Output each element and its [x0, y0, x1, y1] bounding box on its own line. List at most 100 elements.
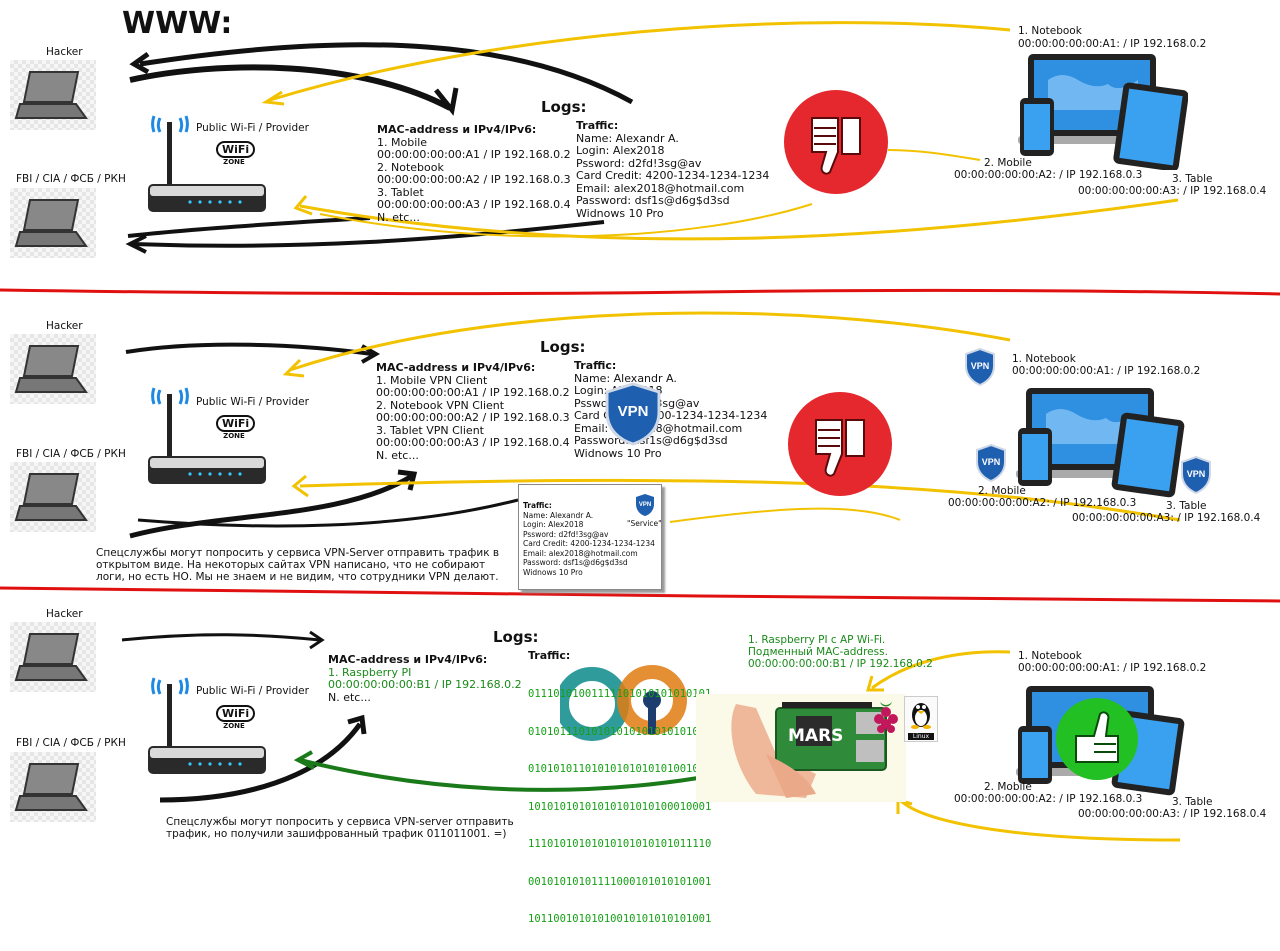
wifi-zone-logo: WiFi ZONE: [216, 412, 256, 440]
black-arrow-head-9: [347, 714, 367, 735]
raspberry-logo-icon: [874, 702, 898, 733]
service-traffic-line: Card Credit: 4200-1234-1234-1234: [523, 539, 655, 548]
rpi-ip: 00:00:00:00:00:B1 / IP 192.168.0.2: [748, 658, 933, 670]
yellow-arrow-7: [669, 507, 901, 523]
thumbs-down-icon: [788, 392, 892, 496]
vpn-shield-icon: VPN: [636, 494, 654, 516]
mac-list: MAC-address и IPv4/IPv6: 1. Raspberry PI…: [328, 653, 522, 704]
thumbs-up-icon: [1056, 698, 1138, 780]
mac-line: 2. Notebook: [377, 160, 444, 174]
vpn-shield-text: VPN: [982, 457, 1001, 467]
fbi-laptop: [10, 188, 96, 258]
tablet-ip: 00:00:00:00:00:A3: / IP 192.168.0.4: [1072, 512, 1261, 524]
mac-title: MAC-address и IPv4/IPv6:: [376, 361, 536, 374]
mac-line: 00:00:00:00:00:A3 / IP 192.168.0.4: [377, 198, 571, 211]
mac-line: N. etc...: [376, 448, 419, 462]
mac-title: MAC-address и IPv4/IPv6:: [377, 123, 537, 136]
yellow-arrow-head-1: [261, 90, 285, 106]
notebook-ip: 00:00:00:00:00:A1: / IP 192.168.0.2: [1018, 38, 1207, 50]
service-traffic-line: Name: Alexandr A.: [523, 510, 594, 520]
hacker-laptop: [10, 334, 96, 404]
mac-line: N. etc...: [328, 690, 371, 704]
fbi-label: FBI / CIA / ФСБ / РКН: [16, 448, 126, 460]
wifi-badge: WiFi: [216, 705, 256, 722]
notebook-label: 1. Notebook: [1012, 353, 1076, 365]
yellow-arrow-head-2: [293, 195, 313, 216]
binary-line: 01010111010101010101010101010: [528, 725, 712, 738]
mac-line: 1. Mobile VPN Client: [376, 373, 488, 387]
traffic-line: Login: Alex2018: [574, 384, 663, 397]
vpn-service-box: Traffic: Name: Alexandr A. Login: Alex20…: [518, 484, 662, 590]
laptop-icon: [14, 71, 88, 119]
binary-line: 10110010101010010101010101001: [528, 913, 712, 925]
black-arrow-head-1: [129, 51, 150, 75]
vpn-shield-icon: VPN: [976, 444, 1006, 482]
rpi-title: 1. Raspberry PI с AP Wi-Fi.: [748, 634, 886, 646]
tux-icon: [911, 703, 931, 729]
wifi-router-icon: [148, 115, 266, 212]
black-arrow-1: [139, 42, 634, 105]
fbi-label: FBI / CIA / ФСБ / РКН: [16, 173, 126, 185]
black-arrow-head-8: [309, 630, 325, 650]
black-arrow-7: [137, 498, 519, 528]
traffic-line: Pssword: d2fd!3sg@av: [576, 156, 702, 170]
red-divider-1: [0, 288, 1280, 296]
black-arrow-4: [127, 216, 371, 238]
vpn-shield-text: VPN: [639, 502, 651, 508]
router-label: Public Wi-Fi / Provider: [196, 685, 309, 697]
black-arrow-head-6: [397, 469, 418, 491]
laptop-icon: [14, 199, 88, 247]
mac-line: 2. Notebook VPN Client: [376, 398, 505, 412]
yellow-arrow-head-6: [291, 474, 309, 498]
traffic-line: Password: dsf1s@d6g$d3sd: [574, 434, 728, 447]
notebook-ip: 00:00:00:00:00:A1: / IP 192.168.0.2: [1012, 365, 1201, 377]
hacker-laptop: [10, 622, 96, 692]
traffic-line: Password: dsf1s@d6g$d3sd: [576, 194, 730, 207]
mac-line: 00:00:00:00:00:A1 / IP 192.168.0.2: [376, 386, 570, 399]
traffic-list: Traffic: Name: Alexandr A. Login: Alex20…: [576, 119, 769, 220]
vpn-shield-text: VPN: [618, 403, 649, 420]
encrypted-note: Спецслужбы могут попросить у сервиса VPN…: [166, 816, 514, 840]
service-label: "Service": [627, 519, 662, 528]
service-traffic-line: Widnows 10 Pro: [523, 567, 583, 577]
traffic-title: Traffic:: [576, 119, 619, 132]
mac-title: MAC-address и IPv4/IPv6:: [328, 653, 488, 666]
binary-line: 01110101001111101010101010101: [528, 688, 712, 700]
openvpn-logo-icon: [560, 665, 687, 741]
mobile-label: 2. Mobile: [978, 485, 1026, 497]
yellow-arrow-head-8: [866, 675, 884, 692]
tablet-ip: 00:00:00:00:00:A3: / IP 192.168.0.4: [1078, 808, 1267, 820]
mobile-ip: 00:00:00:00:00:A2: / IP 192.168.0.3: [954, 169, 1143, 181]
vpn-shield-icon: VPN: [1181, 456, 1211, 494]
binary-line: 01010101101010101010101001010: [528, 763, 712, 775]
mac-line: 3. Tablet VPN Client: [376, 423, 484, 437]
hacker-label: Hacker: [46, 46, 83, 58]
wifi-zone-logo: WiFi ZONE: [216, 702, 256, 730]
notebook-ip: 00:00:00:00:00:A1: / IP 192.168.0.2: [1018, 662, 1207, 674]
rpi-mac-note: Подменный MAC-address.: [748, 646, 888, 658]
encrypted-traffic: 01110101001111101010101010101 0101011101…: [528, 663, 711, 951]
mac-line: 00:00:00:00:00:A1 / IP 192.168.0.2: [377, 148, 571, 161]
black-arrow-head-5: [361, 344, 381, 364]
laptop-icon: [14, 345, 88, 393]
traffic-line: Widnows 10 Pro: [576, 206, 664, 220]
wifi-router-icon: [148, 677, 266, 774]
binary-line: 11101010101010101010101011110: [528, 838, 712, 850]
hacker-label: Hacker: [46, 320, 83, 332]
wifi-badge: WiFi: [216, 415, 256, 432]
mobile-ip: 00:00:00:00:00:A2: / IP 192.168.0.3: [948, 497, 1137, 509]
black-arrow-8: [121, 633, 321, 642]
mac-list: MAC-address и IPv4/IPv6: 1. Mobile 00:00…: [377, 123, 571, 224]
mobile-ip: 00:00:00:00:00:A2: / IP 192.168.0.3: [954, 793, 1143, 805]
hacker-label: Hacker: [46, 608, 83, 620]
fbi-laptop: [10, 462, 96, 532]
linux-logo: Linux: [904, 696, 938, 742]
devices-illustration: [1016, 388, 1185, 498]
mars-label: MARS: [788, 726, 844, 746]
tablet-ip: 00:00:00:00:00:A3: / IP 192.168.0.4: [1078, 185, 1267, 197]
wifi-badge: WiFi: [216, 141, 256, 158]
laptop-icon: [14, 633, 88, 681]
green-arrow-head: [293, 750, 315, 770]
laptop-icon: [14, 473, 88, 521]
mac-line: 00:00:00:00:00:A3 / IP 192.168.0.4: [376, 436, 570, 449]
